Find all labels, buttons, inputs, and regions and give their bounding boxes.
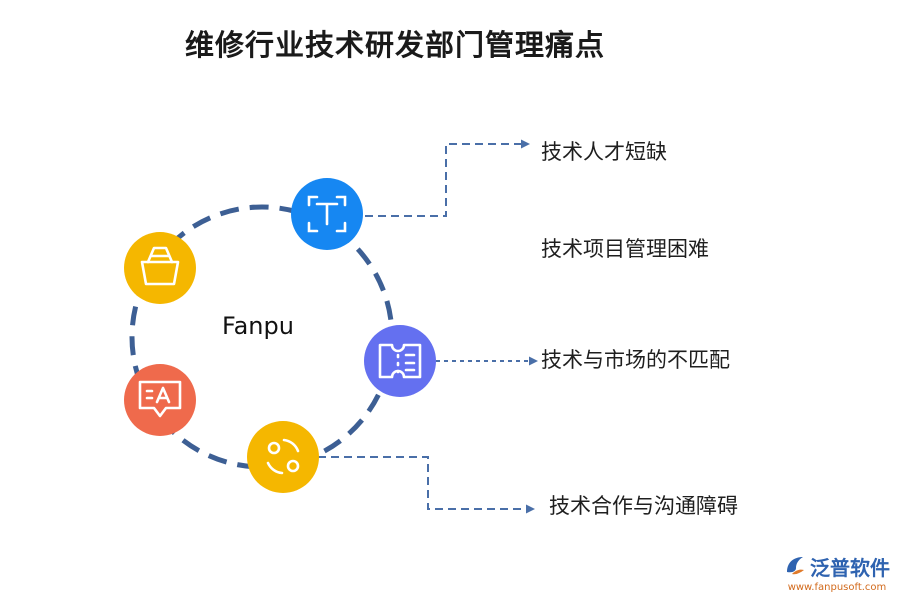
node-cycle — [247, 421, 319, 493]
arrowhead-4 — [526, 504, 535, 514]
shopping-basket-icon — [140, 246, 180, 286]
center-label: Fanpu — [222, 312, 294, 340]
pain-point-label-4: 技术合作与沟通障碍 — [549, 494, 738, 518]
node-ticket — [364, 325, 436, 397]
node-text-frame — [291, 178, 363, 250]
watermark: 泛普软件 www.fanpusoft.com — [784, 552, 890, 593]
arrowhead-1 — [521, 139, 530, 149]
ticket-list-icon — [378, 343, 422, 379]
arrowhead-3 — [529, 356, 538, 366]
node-basket — [124, 232, 196, 304]
connector-4 — [318, 456, 532, 510]
pain-point-label-1: 技术人才短缺 — [541, 140, 667, 164]
pain-point-label-3: 技术与市场的不匹配 — [541, 348, 730, 372]
page-title: 维修行业技术研发部门管理痛点 — [185, 28, 606, 62]
watermark-brand: 泛普软件 — [784, 552, 890, 581]
text-frame-icon — [307, 195, 347, 233]
fanpu-logo-icon — [787, 557, 804, 575]
pain-point-label-2: 技术项目管理困难 — [541, 237, 709, 261]
translate-chat-icon — [138, 380, 182, 418]
connector-1 — [365, 143, 528, 217]
node-translate — [124, 364, 196, 436]
cycle-arrows-icon — [266, 438, 300, 475]
watermark-brand-text: 泛普软件 — [810, 556, 890, 580]
watermark-url: www.fanpusoft.com — [787, 582, 887, 593]
